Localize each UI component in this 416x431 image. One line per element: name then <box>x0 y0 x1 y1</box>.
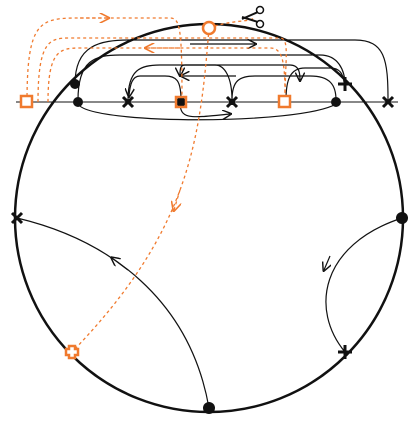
node-dot-right <box>396 212 408 224</box>
orange-square-left <box>19 94 34 109</box>
orange-loop-2 <box>37 37 287 103</box>
black-arc-2 <box>77 54 346 101</box>
orange-plus-outline <box>64 344 80 360</box>
chord-left-arrow <box>112 258 129 271</box>
orange-square-right <box>277 94 292 109</box>
node-cross-1 <box>121 95 135 109</box>
scissors-icon[interactable] <box>241 5 265 29</box>
orange-circle-top <box>201 20 217 36</box>
node-dot-3 <box>331 97 341 107</box>
node-dot-1 <box>73 97 83 107</box>
black-arc-outer <box>74 39 389 101</box>
orange-hook <box>208 17 255 29</box>
black-arc-group <box>74 39 389 121</box>
node-dot-2 <box>176 97 186 107</box>
node-plus-bottom-right <box>338 345 352 359</box>
orange-square-on-dot <box>174 95 188 109</box>
node-square-2 <box>229 99 235 105</box>
orange-long-chord <box>71 27 210 353</box>
black-arc-4 <box>129 75 182 101</box>
node-plus-top-right <box>338 77 352 91</box>
circle-markers <box>10 77 352 359</box>
black-arc-5 <box>180 64 233 101</box>
orange-paths <box>26 17 287 353</box>
orange-markers <box>19 20 292 360</box>
scissors-ring-bottom <box>255 19 265 29</box>
node-cross-left <box>10 211 24 225</box>
orange-loop-3 <box>47 47 286 103</box>
orange-loop-outer <box>26 17 183 103</box>
baseline-markers <box>73 95 395 109</box>
scissors-ring-top <box>255 5 265 15</box>
scissors-blade-2 <box>241 16 259 23</box>
node-dot-bottom <box>203 402 215 414</box>
black-arc-7 <box>285 67 345 101</box>
chord-right-arrow <box>324 255 330 270</box>
node-dot-top-left <box>70 79 80 89</box>
black-arc-8 <box>179 101 230 117</box>
chord-left-bottom <box>16 217 210 409</box>
circle-nodes <box>70 79 408 414</box>
node-cross-3 <box>381 95 395 109</box>
black-arc-9 <box>77 103 337 121</box>
black-arc-3 <box>127 64 300 101</box>
black-arc-6 <box>231 75 337 101</box>
chord-right <box>325 217 403 353</box>
inner-chords <box>16 217 403 409</box>
